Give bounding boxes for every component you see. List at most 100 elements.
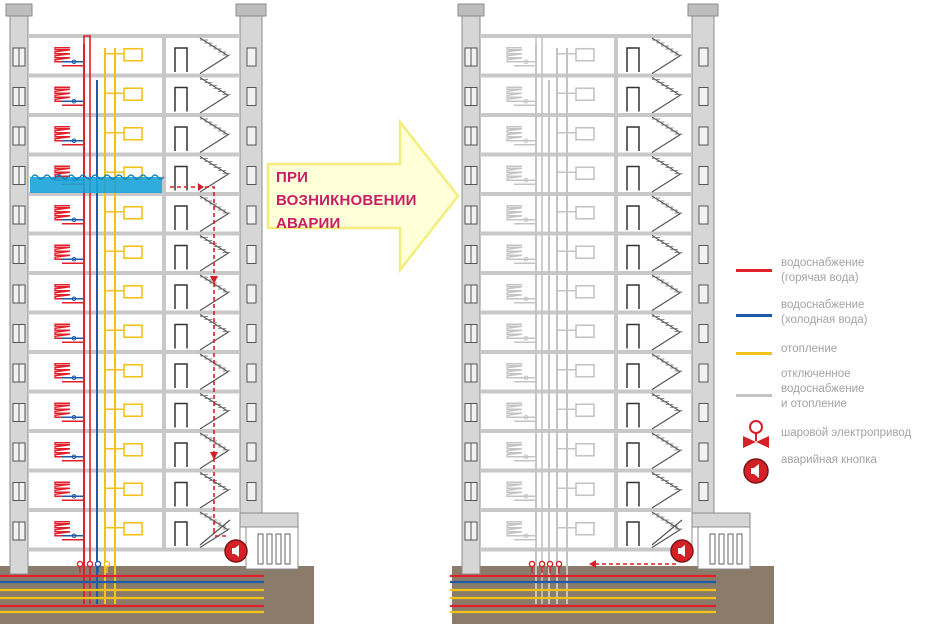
window xyxy=(698,205,709,225)
accident-callout: ПРИ ВОЗНИКНОВЕНИИ АВАРИИ xyxy=(276,169,417,232)
window xyxy=(246,205,257,225)
flood-wave xyxy=(79,174,93,180)
floor-slab xyxy=(28,152,240,157)
riser-loop xyxy=(535,35,543,44)
tap xyxy=(523,217,529,223)
radiator xyxy=(123,521,143,536)
doorway xyxy=(174,284,188,309)
doorway xyxy=(174,521,188,546)
doorway xyxy=(174,402,188,428)
radiator xyxy=(575,324,595,339)
doorway xyxy=(626,363,640,388)
towel-rail xyxy=(506,244,523,260)
tap xyxy=(71,138,77,144)
stair-flight xyxy=(651,76,682,114)
window xyxy=(246,284,257,304)
tap xyxy=(71,375,77,381)
window xyxy=(698,363,709,383)
floor-slab xyxy=(28,231,240,236)
transition-arrow xyxy=(266,118,460,274)
radiator xyxy=(575,482,595,497)
doorway xyxy=(174,442,188,467)
emergency-button-glyph xyxy=(678,545,685,557)
floor-slab xyxy=(480,547,692,552)
tap xyxy=(523,138,529,144)
floor-slab xyxy=(480,350,692,354)
entrance-stair xyxy=(651,519,683,546)
cornice-right xyxy=(235,3,267,17)
doorway xyxy=(174,165,188,191)
stair-flight xyxy=(199,195,230,233)
radiator xyxy=(575,245,595,260)
tap xyxy=(523,493,529,499)
stair-flight xyxy=(651,511,682,549)
doorway xyxy=(174,126,188,151)
radiator xyxy=(575,126,595,141)
signal-path xyxy=(170,186,215,530)
doorway xyxy=(626,402,640,428)
stair-flight xyxy=(199,471,230,509)
window xyxy=(246,245,257,264)
flood-water xyxy=(30,177,162,193)
entrance-door-panel xyxy=(257,533,264,565)
legend-label-emergency-button: аварийная кнопка xyxy=(781,454,877,466)
towel-rail xyxy=(506,205,523,221)
doorway xyxy=(626,284,640,309)
tap xyxy=(71,335,77,341)
entrance-door-panel xyxy=(727,533,734,565)
doorway xyxy=(174,205,188,230)
window xyxy=(246,442,257,462)
window xyxy=(698,126,709,146)
entrance-canopy xyxy=(239,512,299,528)
signal-arrowhead xyxy=(210,452,218,460)
window xyxy=(246,87,257,106)
doorway xyxy=(174,47,188,72)
floor-slab xyxy=(28,350,240,354)
towel-rail xyxy=(506,521,523,537)
tap xyxy=(71,98,77,104)
floor-slab xyxy=(28,271,240,275)
tap xyxy=(523,296,529,302)
window xyxy=(246,403,257,422)
doorway xyxy=(626,126,640,151)
cornice-left xyxy=(5,3,33,17)
window xyxy=(246,166,257,185)
legend-label-disabled: отключенное водоснабжение и отопление xyxy=(781,368,865,410)
stair-flight xyxy=(199,37,230,75)
doorway xyxy=(626,521,640,546)
radiator xyxy=(123,442,143,457)
building-after-accident xyxy=(450,3,751,614)
emergency-button-glyph xyxy=(751,464,759,478)
stair-flight xyxy=(651,471,682,509)
emergency-button-glyph xyxy=(232,545,239,557)
ball-valve-icon xyxy=(538,560,546,568)
flood-wave xyxy=(127,174,141,180)
transition-arrow-shape xyxy=(266,118,460,274)
doorway xyxy=(626,244,640,270)
doorway xyxy=(626,86,640,112)
towel-rail xyxy=(506,442,523,458)
entrance-door-panel xyxy=(275,533,282,565)
doorway xyxy=(174,323,188,349)
legend-label-cold-water: водоснабжение (холодная вода) xyxy=(781,299,868,326)
flood-wave xyxy=(139,174,153,180)
radiator xyxy=(123,482,143,497)
stairwell-wall xyxy=(614,36,618,550)
floor-slab xyxy=(480,73,692,78)
floor-slab xyxy=(480,468,692,473)
tap xyxy=(71,493,77,499)
tap xyxy=(71,59,77,65)
floor-slab xyxy=(28,34,240,38)
window xyxy=(698,166,709,185)
entrance-door-panel xyxy=(284,533,291,565)
floor-slab xyxy=(28,113,240,117)
interior xyxy=(479,35,693,550)
window xyxy=(246,126,257,146)
radiator xyxy=(123,324,143,339)
legend: водоснабжение (горячая вода) водоснабжен… xyxy=(733,0,948,624)
radiator xyxy=(575,284,595,299)
signal-arrowhead xyxy=(210,276,218,284)
legend-label-heating: отопление xyxy=(781,343,838,355)
tap xyxy=(71,414,77,420)
radiator xyxy=(575,47,595,62)
